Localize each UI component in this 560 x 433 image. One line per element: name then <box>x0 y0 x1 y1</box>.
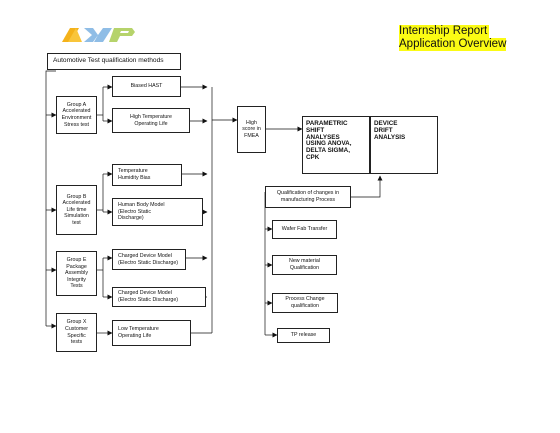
test-box: Human Body Model (Electro Static Dischar… <box>112 198 203 226</box>
group-box: Group B Accelerated Life time Simulation… <box>56 185 97 235</box>
device-drift-box: DEVICE DRIFT ANALYSIS <box>370 116 438 174</box>
root-box: Automotive Test qualification methods <box>47 53 181 70</box>
change-box: TP release <box>277 328 330 343</box>
report-subtitle: Application Overview <box>399 38 507 51</box>
test-box: Charged Device Model (Electro Static Dis… <box>112 249 186 270</box>
change-box: Process Change qualification <box>272 293 338 313</box>
group-box: Group X Customer Specific tests <box>56 313 97 352</box>
test-box: Low Temperature Operating Life <box>112 320 191 346</box>
group-box: Group A Accelerated Environment Stress t… <box>56 96 97 134</box>
change-box: Wafer Fab Transfer <box>272 220 337 239</box>
change-box: Qualification of changes in manufacturin… <box>265 186 351 208</box>
nxp-logo <box>62 28 135 42</box>
parametric-shift-box: PARAMETRIC SHIFT ANALYSES USING ANOVA, D… <box>302 116 370 174</box>
test-box: High Temperature Operating Life <box>112 108 190 133</box>
test-box: Charged Device Model (Electro Static Dis… <box>112 287 206 307</box>
test-box: Biased HAST <box>112 76 181 97</box>
fmea-box: High score in FMEA <box>237 106 266 153</box>
group-box: Group E Package Assembly Integrity Tests <box>56 251 97 296</box>
change-box: New material Qualification <box>272 255 337 275</box>
report-title: Internship Report <box>399 25 489 38</box>
test-box: Temperature Humidity Bias <box>112 164 182 186</box>
